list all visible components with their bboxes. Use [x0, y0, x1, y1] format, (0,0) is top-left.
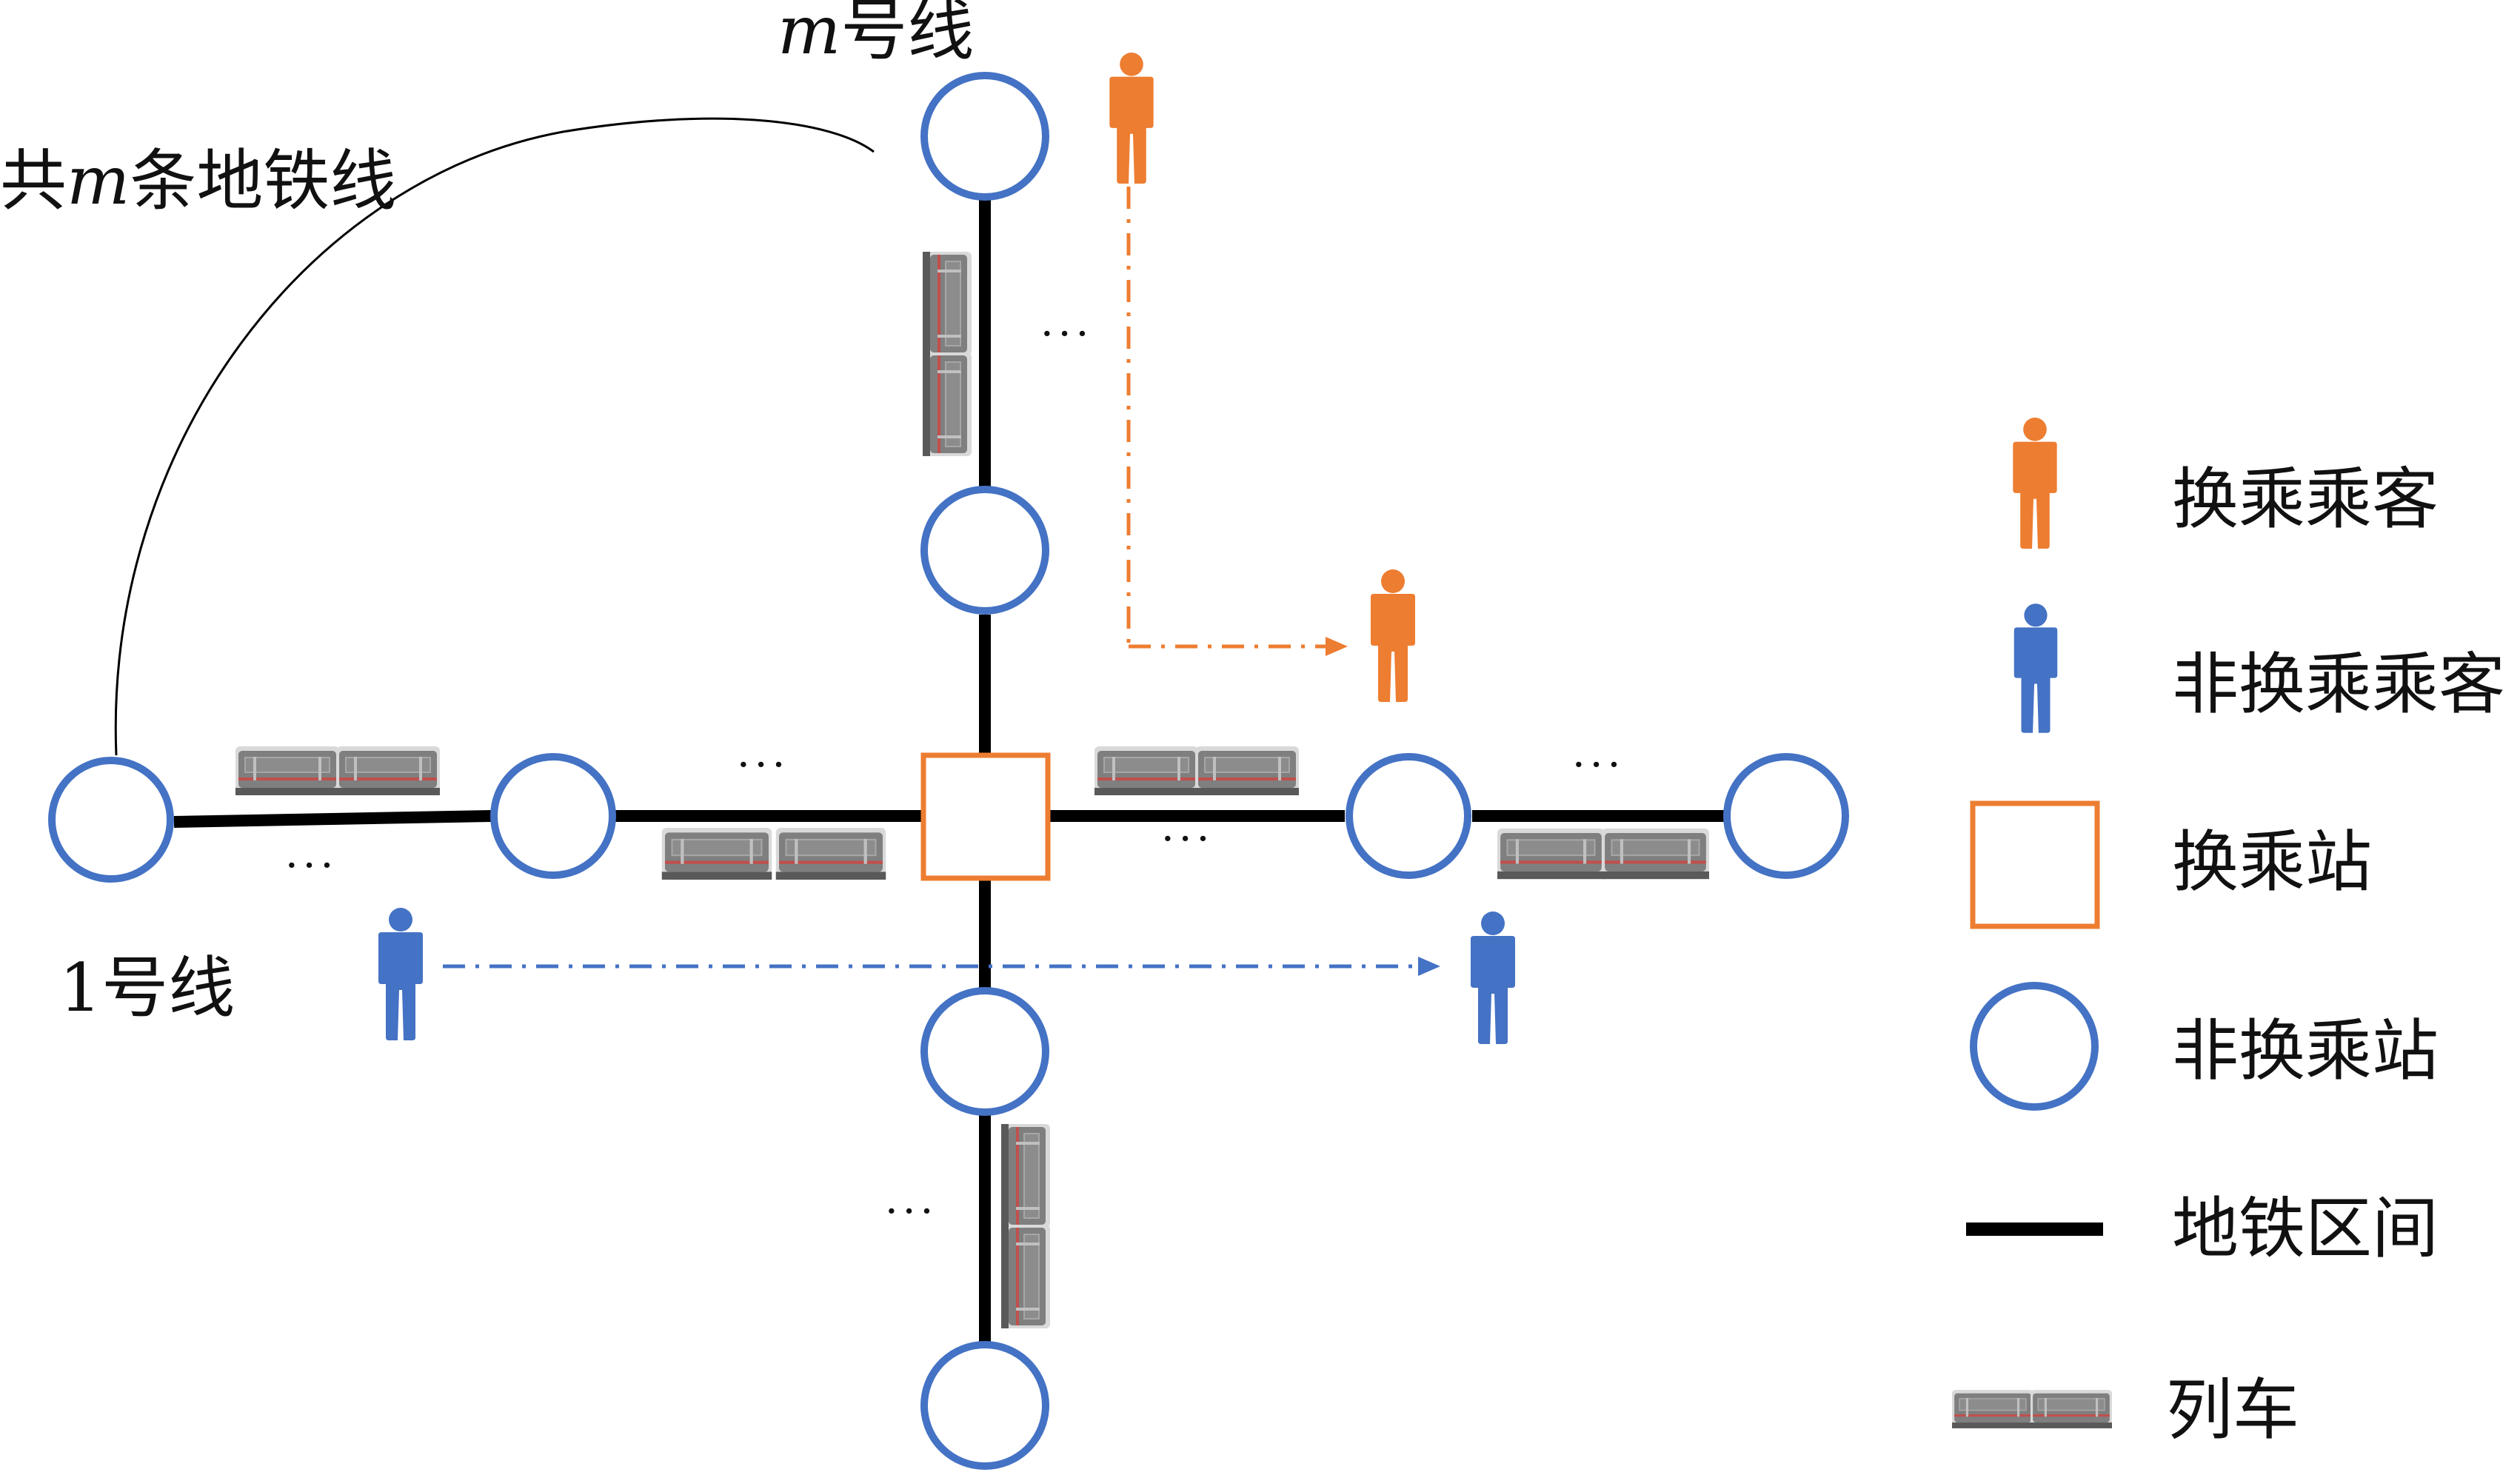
train-icon: [1497, 828, 1709, 880]
stations: [48, 72, 1849, 1470]
legend-item-transfer-station: 换乘站: [1970, 800, 2372, 929]
train-icon: [1094, 746, 1299, 795]
train-icon: [235, 746, 440, 795]
person-icon: [1371, 569, 1415, 702]
legend-item-transfer-passenger: 换乘乘客: [2013, 417, 2439, 549]
circle-icon: [1723, 753, 1849, 879]
total-lines-label: 共m条地铁线: [0, 142, 396, 220]
person-icon: [2013, 603, 2058, 733]
track-segment: [173, 810, 492, 828]
circle-icon: [920, 486, 1049, 615]
square-icon: [1970, 800, 2100, 929]
legend-label: 列车: [2166, 1371, 2299, 1449]
circle-icon: [920, 72, 1049, 201]
non-transfer-passenger-route: [378, 908, 1515, 1044]
legend-label: 非换乘乘客: [2172, 646, 2505, 723]
circle-icon: [920, 987, 1049, 1116]
person-icon: [1109, 52, 1154, 184]
arrow-right-icon: [1418, 957, 1440, 976]
ellipsis: ···: [285, 842, 338, 890]
ellipsis: ···: [737, 741, 789, 789]
legend-item-non-transfer-passenger: 非换乘乘客: [2013, 603, 2505, 733]
circle-icon: [920, 1341, 1049, 1470]
legend-label: 换乘站: [2172, 823, 2372, 901]
train-icon: [923, 252, 972, 456]
person-icon: [2013, 417, 2057, 549]
person-icon: [1471, 912, 1515, 1044]
legend-item-metro-section: 地铁区间: [1966, 1190, 2439, 1268]
legend-item-train: 列车: [1952, 1371, 2299, 1449]
train-icon: [1952, 1390, 2112, 1428]
ellipsis: ···: [1161, 815, 1214, 863]
legend-label: 非换乘站: [2172, 1012, 2439, 1090]
lines-grouping-arc: [114, 117, 875, 756]
circle-icon: [490, 753, 616, 879]
transfer-passenger-route: [1109, 52, 1415, 702]
ellipsis: ···: [885, 1188, 938, 1236]
line-1-label: 1号线: [59, 949, 235, 1027]
tracks: [173, 200, 1724, 1344]
person-icon: [378, 908, 423, 1040]
transfer-station: [920, 752, 1051, 881]
line-m-label: m号线: [778, 0, 974, 70]
train-icon: [661, 828, 886, 880]
ellipsis: ···: [1572, 741, 1625, 789]
ellipsis: ···: [1040, 310, 1093, 358]
circle-icon: [48, 757, 174, 883]
legend-label: 换乘乘客: [2172, 461, 2439, 538]
legend-item-non-transfer-station: 非换乘站: [1970, 982, 2439, 1111]
train-icon: [1001, 1124, 1050, 1328]
legend: 换乘乘客 非换乘乘客 换乘站 非换乘站 地铁区间 列车: [1952, 417, 2505, 1449]
arrow-right-icon: [1326, 637, 1348, 656]
circle-icon: [1970, 982, 2099, 1111]
ellipsis-group: ··· ··· ··· ··· ··· ···: [285, 310, 1625, 1236]
legend-label: 地铁区间: [2172, 1190, 2439, 1268]
circle-icon: [1346, 753, 1471, 879]
